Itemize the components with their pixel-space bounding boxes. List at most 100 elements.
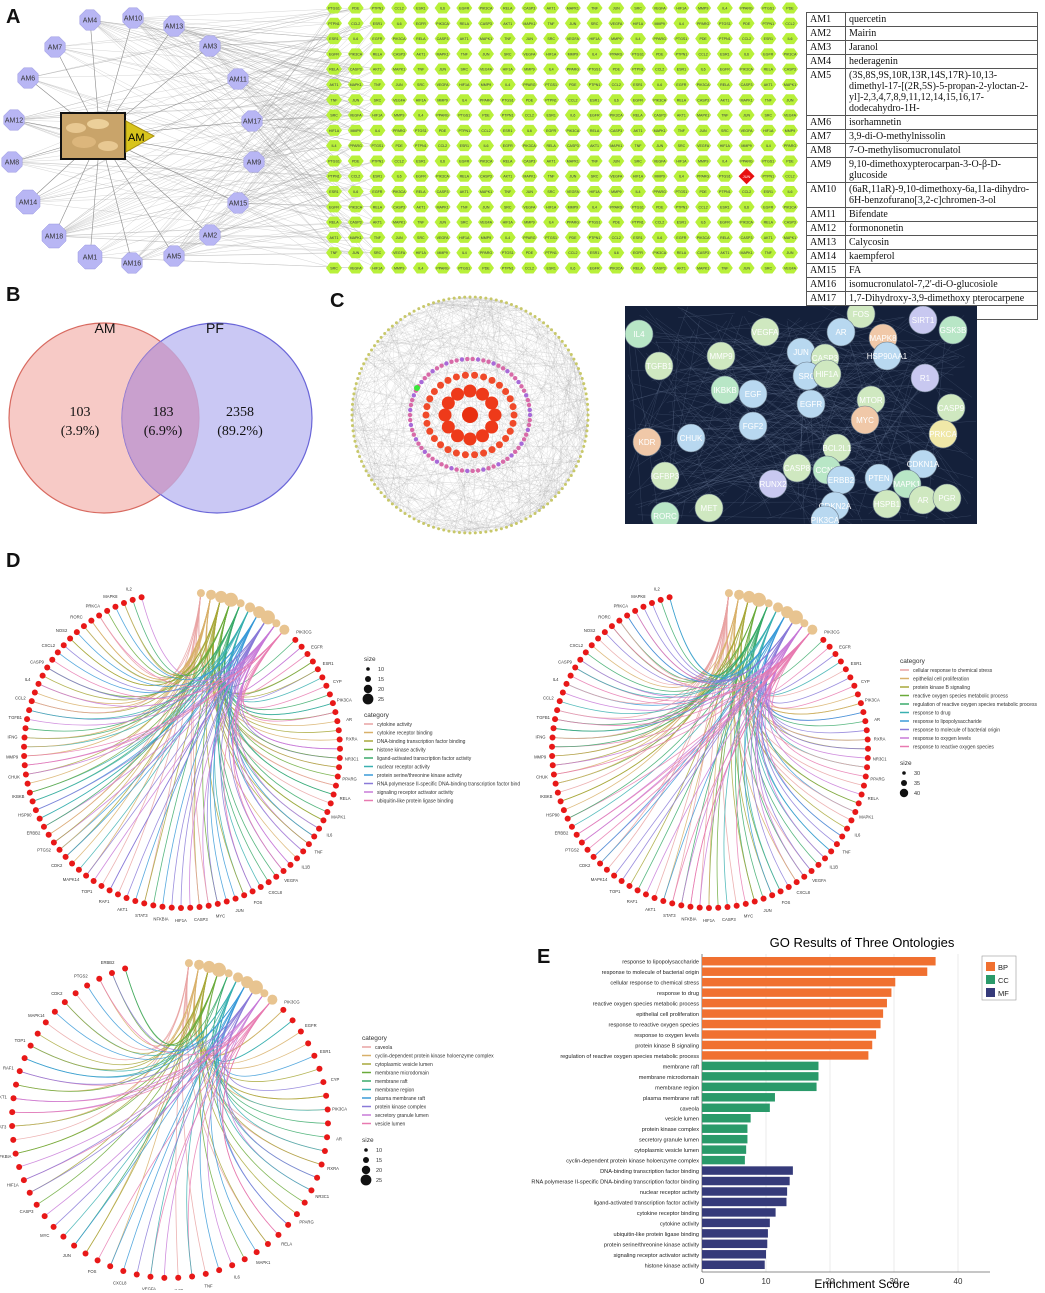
ppi-edge bbox=[443, 299, 588, 426]
gene-node bbox=[557, 798, 564, 805]
svg-text:HIF1A: HIF1A bbox=[416, 251, 427, 255]
ppi-edge bbox=[351, 297, 476, 416]
ppi-mid-node bbox=[465, 356, 470, 362]
ppi-outer-node bbox=[563, 482, 567, 486]
target-node: HIF1A bbox=[673, 155, 690, 167]
target-node: JUN bbox=[521, 186, 538, 198]
ppi-edge bbox=[448, 525, 512, 532]
target-node: AKT1 bbox=[456, 186, 473, 198]
target-node: PPARG bbox=[782, 140, 798, 152]
ppi-outer-node bbox=[403, 315, 407, 319]
target-node: SRC bbox=[412, 78, 429, 90]
gene-node bbox=[844, 825, 851, 832]
ppi-edge bbox=[414, 399, 588, 520]
category-legend-label: ligand-activated transcription factor ac… bbox=[377, 756, 472, 762]
svg-text:PIK3CA: PIK3CA bbox=[566, 129, 579, 133]
venn-overlap-pct: (6.9%) bbox=[143, 424, 183, 439]
ppi-outer-node bbox=[473, 531, 477, 535]
target-node: JUN bbox=[608, 155, 625, 167]
gene-label: HIF1A bbox=[175, 918, 187, 923]
svg-text:RELA: RELA bbox=[633, 267, 643, 271]
ppi-edge bbox=[414, 518, 517, 524]
ppi-edge bbox=[576, 363, 589, 416]
svg-text:IL4: IL4 bbox=[462, 251, 467, 255]
chord-links bbox=[551, 593, 869, 909]
ppi-edge bbox=[454, 326, 548, 532]
ppi-outer-node bbox=[356, 377, 360, 381]
ppi-outer-node bbox=[553, 495, 557, 499]
ppi-inner-node bbox=[430, 387, 438, 395]
target-node: JUN bbox=[782, 247, 798, 259]
svg-text:IL4: IL4 bbox=[332, 144, 337, 148]
target-node: PDE bbox=[782, 155, 798, 167]
ppi-mid-node bbox=[439, 462, 444, 467]
gene-label: IL6 bbox=[234, 1274, 240, 1279]
ppi-edge bbox=[469, 296, 569, 351]
ppi-edge bbox=[352, 420, 492, 532]
svg-text:ESR1: ESR1 bbox=[503, 129, 512, 133]
target-node: HIF1A bbox=[412, 247, 429, 259]
svg-text:IL4: IL4 bbox=[462, 98, 467, 102]
svg-text:CASP3: CASP3 bbox=[480, 175, 492, 179]
ppi-edge bbox=[377, 425, 588, 489]
ppi-outer-node bbox=[578, 454, 582, 458]
ppi-zoom-node: HSPB1 bbox=[872, 489, 902, 519]
category-legend-label: cytoplasmic vesicle lumen bbox=[375, 1062, 433, 1068]
ppi-outer-node bbox=[489, 529, 493, 533]
svg-text:AKT1: AKT1 bbox=[720, 98, 729, 102]
bar bbox=[702, 998, 887, 1008]
ppi-edge bbox=[357, 451, 481, 533]
gene-node bbox=[336, 736, 343, 743]
gene-node bbox=[21, 743, 28, 750]
target-node: CASP3 bbox=[608, 124, 625, 136]
bar bbox=[702, 1009, 884, 1018]
target-node: JUN bbox=[521, 33, 538, 45]
svg-text:AKT1: AKT1 bbox=[503, 22, 512, 26]
gene-node bbox=[785, 883, 792, 890]
gene-node bbox=[611, 872, 618, 879]
target-node: PTPN1 bbox=[630, 216, 646, 228]
size-legend-dot bbox=[366, 667, 370, 671]
ppi-outer-node bbox=[367, 352, 371, 356]
ppi-edge bbox=[374, 345, 536, 514]
ppi-mid-node bbox=[434, 366, 440, 371]
gene-label: NR3C1 bbox=[873, 757, 887, 762]
svg-text:JUN: JUN bbox=[743, 174, 751, 179]
compound-node-am7: AM7 bbox=[44, 36, 66, 58]
svg-text:TNF: TNF bbox=[548, 175, 556, 179]
gene-node bbox=[808, 868, 815, 875]
ppi-zoom-node: FOS bbox=[846, 306, 876, 329]
svg-text:TNF: TNF bbox=[591, 159, 599, 163]
target-node: IL4 bbox=[716, 2, 733, 14]
gene-node bbox=[319, 674, 326, 681]
target-node: AKT1 bbox=[716, 247, 733, 259]
y-tick-label: epithelial cell proliferation bbox=[636, 1012, 699, 1018]
size-legend-value: 25 bbox=[376, 1178, 382, 1184]
ppi-edge bbox=[573, 359, 581, 457]
target-node: EGFR bbox=[369, 186, 386, 198]
ppi-outer-node bbox=[566, 478, 570, 482]
target-node: IL6 bbox=[608, 247, 625, 259]
target-node: CASP3 bbox=[521, 2, 538, 14]
ppi-edge bbox=[363, 326, 548, 364]
svg-text:PDE: PDE bbox=[743, 22, 751, 26]
ppi-mid-node bbox=[444, 361, 449, 366]
ppi-outer-node bbox=[353, 439, 357, 443]
ppi-edge bbox=[368, 420, 588, 476]
target-node: MAPK1 bbox=[521, 17, 538, 29]
svg-text:AKT1: AKT1 bbox=[677, 267, 686, 271]
compound-node-am9: AM9 bbox=[243, 151, 265, 173]
gene-node bbox=[624, 612, 631, 619]
ppi-edge bbox=[361, 301, 439, 462]
ppi-edge bbox=[396, 322, 587, 400]
svg-text:CASP8: CASP8 bbox=[784, 464, 811, 473]
gene-node bbox=[32, 807, 39, 814]
svg-text:AKT1: AKT1 bbox=[764, 236, 773, 240]
ppi-mid-node bbox=[500, 459, 506, 464]
ppi-edge bbox=[543, 333, 556, 508]
target-node: AKT1 bbox=[760, 231, 777, 243]
ppi-edge bbox=[392, 311, 527, 504]
ppi-outer-node bbox=[376, 339, 380, 343]
